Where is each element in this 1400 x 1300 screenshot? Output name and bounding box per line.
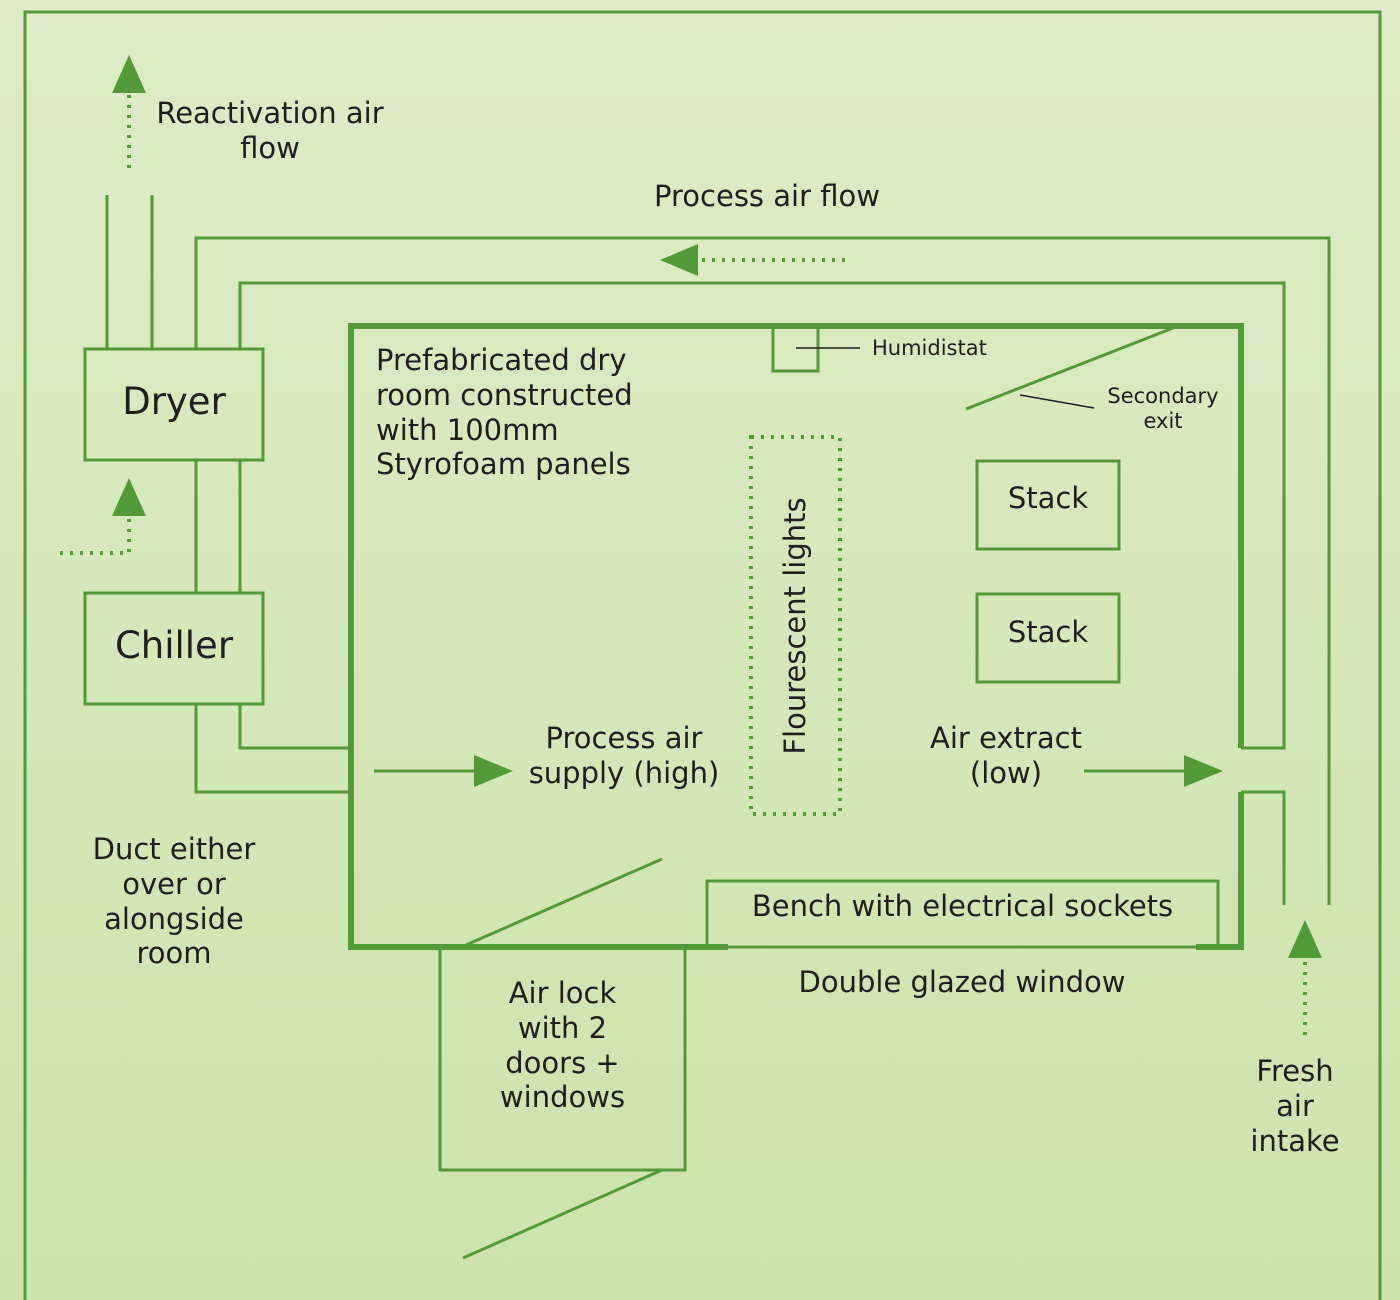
- return-duct-inner: [238, 281, 1286, 750]
- stack-1-box: [975, 459, 1121, 551]
- chiller-box: [83, 591, 265, 706]
- stack-2-box: [975, 592, 1121, 684]
- double-glazed-window-label: Double glazed window: [798, 965, 1126, 999]
- duct-note-label: Duct either over or alongside room: [92, 832, 256, 971]
- process-flow-arrow-icon: [660, 244, 698, 276]
- fresh-air-arrow-icon: [1288, 920, 1322, 958]
- entry-door-outer: [462, 1168, 663, 1260]
- room-description-label: Prefabricated dry room constructed with …: [376, 343, 633, 482]
- arrowheads: [112, 55, 1322, 958]
- entry-door-inner: [465, 857, 663, 947]
- extract-arrow-icon: [1184, 755, 1223, 787]
- air-lock-box: [438, 949, 687, 1172]
- humidistat-label: Humidistat: [872, 336, 987, 360]
- dryer-box: [83, 347, 265, 462]
- chiller-label: Chiller: [114, 624, 234, 667]
- dryer-inlet-arrow-icon: [112, 478, 146, 516]
- secondary-exit-door: [965, 326, 1174, 411]
- reactivation-arrow-icon: [112, 55, 146, 93]
- supply-duct-outer: [194, 704, 351, 794]
- bench-label: Bench with electrical sockets: [751, 889, 1174, 923]
- air-extract-label: Air extract (low): [930, 721, 1082, 790]
- supply-duct-inner: [238, 704, 351, 750]
- secondary-exit-label: Secondary exit: [1107, 384, 1219, 434]
- process-air-flow-label: Process air flow: [654, 179, 880, 213]
- room-walls: [348, 323, 1244, 950]
- outer-frame: [23, 10, 1382, 1300]
- process-air-supply-label: Process air supply (high): [528, 721, 720, 790]
- fluorescent-lights-label: Flourescent lights: [778, 497, 812, 755]
- stack-2-label: Stack: [1007, 615, 1089, 649]
- fresh-air-intake-label: Fresh air intake: [1250, 1054, 1340, 1158]
- dryer-inlet-dotted: [60, 515, 131, 555]
- secondary-exit-leader: [1019, 394, 1095, 409]
- dryer-label: Dryer: [122, 380, 226, 423]
- reactivation-air-flow-label: Reactivation air flow: [156, 96, 384, 165]
- air-lock-label: Air lock with 2 doors + windows: [499, 976, 626, 1115]
- stack-1-label: Stack: [1007, 481, 1089, 515]
- return-duct-outer: [194, 236, 1331, 905]
- bench-outline: [705, 879, 1220, 945]
- supply-arrow-icon: [474, 755, 513, 787]
- intake-duct: [1241, 790, 1286, 905]
- fluorescent-lights-box: [749, 435, 842, 816]
